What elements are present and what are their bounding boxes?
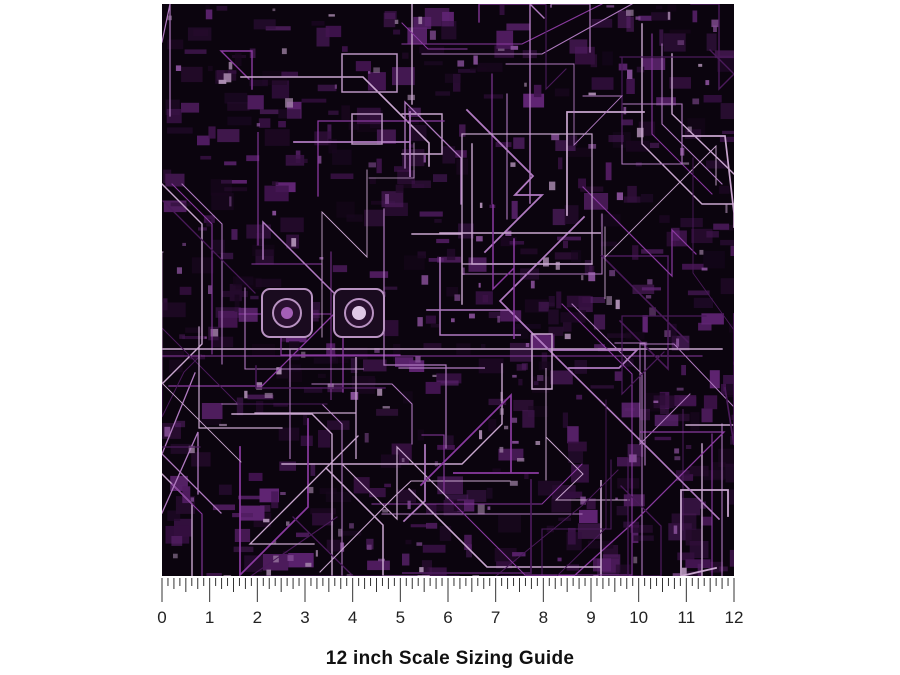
circuit-pattern-swatch (162, 4, 734, 576)
ruler-label: 7 (491, 608, 500, 627)
circuit-pattern-image (162, 4, 734, 576)
ruler-label: 11 (678, 608, 696, 627)
ruler-label: 5 (396, 608, 405, 627)
scale-caption: 12 inch Scale Sizing Guide (325, 648, 575, 669)
ruler-label: 6 (443, 608, 452, 627)
ruler-label: 4 (348, 608, 357, 627)
ruler-label: 1 (205, 608, 214, 627)
ruler-label: 9 (586, 608, 595, 627)
ruler-label: 8 (539, 608, 548, 627)
ruler-label: 3 (300, 608, 309, 627)
ruler-label: 10 (629, 608, 648, 627)
ruler-label: 2 (253, 608, 262, 627)
speaker-components (261, 53, 593, 390)
ruler-label: 12 (725, 608, 744, 627)
ruler-label: 0 (157, 608, 166, 627)
